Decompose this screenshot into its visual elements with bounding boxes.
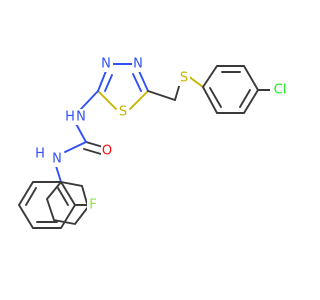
bond-c5-s [129,90,149,110]
atom-label-nh-upper-h: H [65,110,75,125]
label-bg-nh-upper [66,109,90,125]
bond-s-c2 [97,90,117,110]
fluorophenyl-hexagon-outline [45,180,90,226]
bond-c-nh-lower [64,141,87,153]
bond-c2-n1 [97,70,107,92]
label-bg-o [101,143,114,159]
label-bg-f [87,197,99,213]
atom-label-nh-lower-n: N [52,152,62,167]
bond-c5-ch2 [147,90,176,101]
label-bg-s-ring [117,104,129,120]
atom-label-s-ring: S [119,105,127,120]
bond-n2-c5-double [132,73,142,92]
label-bg-n1 [101,56,113,72]
label-bg-nh-lower-n [51,151,63,167]
atom-label-nh-upper-n: N [76,110,86,125]
bond-c2-nh [79,90,99,111]
bond-nh-lower-aryl [55,165,62,183]
label-bg-s-thioether [178,70,190,86]
molecule-structure-diagram: N N S S Cl H N O H N F [17,56,290,229]
atom-label-n1: N [101,57,111,72]
chlorophenyl-ring [201,65,273,114]
atom-label-cl: Cl [274,83,287,98]
fluorophenyl-inner-1 [25,187,37,206]
fluorophenyl-inner-3 [57,187,69,206]
bond-n2-c5 [138,70,149,92]
bond-nh-carbonyl [74,121,87,143]
bond-c-o [85,141,104,148]
thioether-chain [147,75,204,101]
urea-linkage [55,90,104,183]
chlorophenyl-inner-3 [209,87,222,108]
atom-label-o: O [102,144,112,159]
label-bg-n2 [132,56,144,72]
atom-label-n2: N [133,57,143,72]
label-bg-cl [270,82,290,98]
bond-c-o-double [83,148,102,155]
atom-label-f: F [89,198,96,213]
bond-s-aryl [187,75,204,88]
atom-label-nh-lower-h: H [35,147,45,162]
chlorophenyl-inner-2 [239,89,251,108]
fluorophenyl-ring [17,180,90,229]
bond-c2-n1-double [104,74,113,92]
atom-label-s-thioether: S [180,71,188,86]
thiadiazole-ring [97,63,149,110]
atom-labels: N N S S Cl H N O H N F [35,56,290,213]
